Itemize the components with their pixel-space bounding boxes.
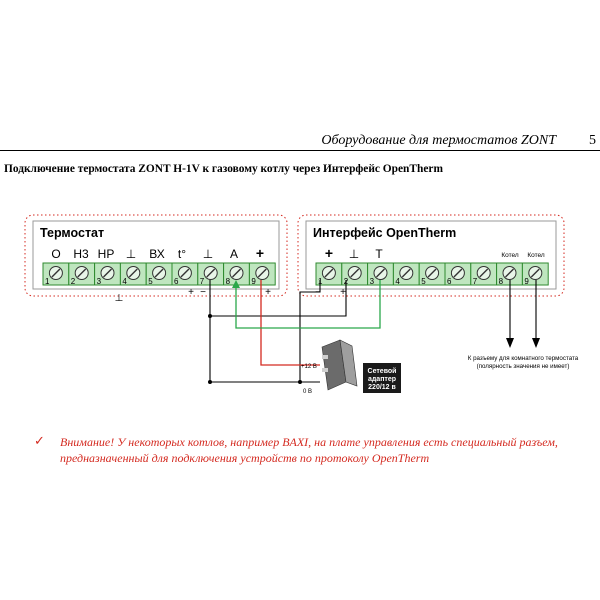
power-adapter-icon — [321, 339, 358, 391]
adapter-label: Сетевой — [368, 367, 397, 375]
screw-slot — [257, 268, 267, 278]
thermostat-terminal-block: 1 2 3 4 5 6 7 8 9 — [42, 262, 276, 286]
red-wires — [260, 280, 320, 366]
interface-frame — [297, 214, 565, 297]
screw-slot — [376, 268, 385, 278]
screw-slot — [479, 268, 489, 278]
interface-terminal-label: + — [325, 245, 333, 261]
screw-slot — [103, 268, 112, 278]
boiler-label: Котел — [501, 252, 519, 259]
interface-terminal-number: 9 — [524, 277, 529, 286]
thermostat-terminal-label: ВХ — [149, 247, 164, 261]
note-line: предназначенный для подключения устройст… — [60, 451, 430, 465]
polarity-mark: + — [265, 287, 271, 298]
screw-slot — [530, 268, 540, 278]
wire-junction — [208, 380, 212, 384]
polarity-mark: + — [188, 287, 194, 298]
screw-slot — [206, 268, 216, 278]
checkmark-icon: ✓ — [34, 434, 45, 449]
screw-slot — [51, 268, 61, 278]
screw-slot — [401, 268, 411, 278]
section-heading: Подключение термостата ZONT H-1V к газов… — [4, 163, 443, 175]
adapter-label: 220/12 в — [368, 384, 396, 391]
attention-note: Внимание! У некоторых котлов, например B… — [60, 434, 580, 466]
page-number: 5 — [589, 133, 596, 148]
adapter-label: адаптер — [368, 376, 396, 383]
thermostat-terminal-label: + — [256, 245, 264, 261]
interface-terminal-number: 3 — [370, 277, 375, 286]
running-header: Оборудование для термостатов ZONT 5 — [0, 130, 600, 152]
room-connector-note: (полярность значения не имеет) — [477, 363, 570, 370]
screw-slot — [128, 268, 138, 278]
boiler-wires — [509, 280, 537, 340]
header-title: Оборудование для термостатов ZONT — [321, 133, 556, 148]
thermostat-terminal-label: ⊥ — [203, 247, 213, 261]
interface-terminal-label: Т — [375, 247, 383, 261]
thermostat-terminal-number: 6 — [174, 277, 179, 286]
interface-terminal-number: 5 — [421, 277, 426, 286]
wiring-diagram: Термостат Интерфейс OpenTherm О Н3 НР ⊥ … — [24, 214, 579, 395]
wire-junction — [208, 314, 212, 318]
thermostat-terminal-label: А — [230, 247, 238, 261]
polarity-mark: + — [340, 287, 346, 298]
adapter-plus-label: +12 В — [301, 364, 317, 370]
thermostat-terminal-number: 8 — [226, 277, 231, 286]
screw-slot — [180, 268, 190, 278]
wire-junction — [298, 380, 302, 384]
black-wires — [209, 280, 347, 383]
thermostat-terminal-label: Н3 — [73, 247, 89, 261]
thermostat-title: Термостат — [40, 226, 104, 240]
screw-slot — [350, 268, 360, 278]
screw-slot — [453, 268, 463, 278]
arrow-down-icon — [532, 338, 540, 348]
interface-terminal-number: 7 — [473, 277, 478, 286]
thermostat-terminal-label: О — [51, 247, 60, 261]
thermostat-terminal-number: 4 — [122, 277, 127, 286]
screw-slot — [505, 268, 514, 278]
room-connector-note: К разъему для комнатного термостата — [468, 355, 579, 362]
arrow-down-icon — [506, 338, 514, 348]
header-rule — [0, 150, 600, 151]
thermostat-terminal-label: ⊥ — [126, 247, 136, 261]
screw-slot — [154, 268, 164, 278]
thermostat-terminal-label: НР — [98, 247, 115, 261]
thermostat-terminal-number: 5 — [148, 277, 153, 286]
note-line: Внимание! У некоторых котлов, например B… — [60, 435, 558, 449]
adapter-label-box — [363, 363, 401, 393]
screw-slot — [77, 268, 87, 278]
adapter-zero-label: 0 В — [303, 389, 312, 395]
thermostat-terminal-number: 2 — [71, 277, 76, 286]
thermostat-terminal-number: 1 — [45, 277, 50, 286]
interface-title: Интерфейс OpenTherm — [313, 226, 456, 240]
thermostat-terminal-number: 9 — [251, 277, 256, 286]
thermostat-terminal-label: t° — [178, 247, 186, 261]
green-arrow-icon — [232, 280, 240, 288]
interface-terminal-number: 8 — [499, 277, 504, 286]
interface-terminal-label: ⊥ — [349, 247, 359, 261]
screw-slot — [324, 268, 334, 278]
polarity-mark: ⊥ — [115, 293, 124, 304]
green-wires — [235, 280, 381, 329]
boiler-label: Котел — [527, 252, 545, 259]
thermostat-terminal-number: 3 — [97, 277, 102, 286]
interface-terminal-number: 6 — [447, 277, 452, 286]
interface-terminal-number: 4 — [395, 277, 400, 286]
thermostat-terminal-number: 7 — [200, 277, 205, 286]
polarity-mark: − — [200, 287, 206, 298]
screw-slot — [232, 268, 241, 278]
screw-slot — [427, 268, 437, 278]
